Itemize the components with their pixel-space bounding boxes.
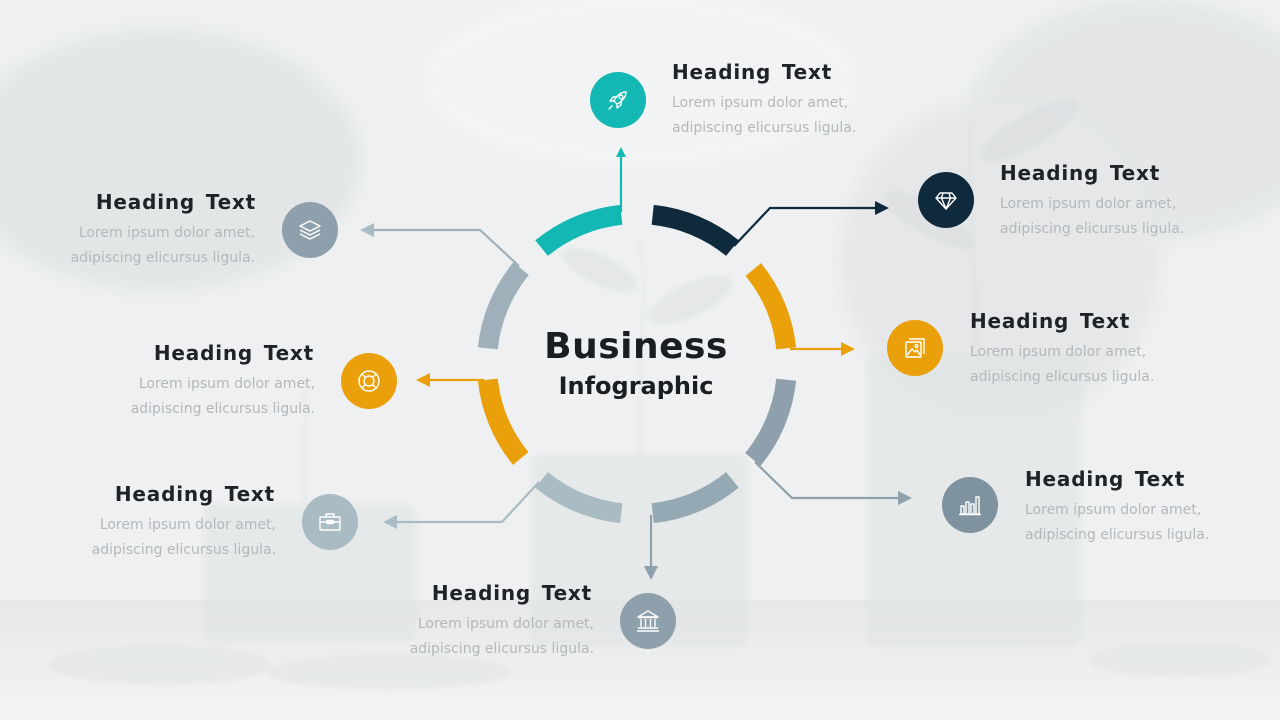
item-text-rocket: Lorem ipsum dolor amet, adipiscing elicu… bbox=[672, 95, 857, 136]
connector-top-left bbox=[360, 223, 520, 267]
bank-icon bbox=[637, 610, 659, 632]
item-heading-diamond: Heading Text bbox=[1000, 161, 1161, 185]
lifebuoy-icon-badge bbox=[341, 353, 397, 409]
ring-segment-bottom-right bbox=[745, 378, 797, 466]
item-heading-image: Heading Text bbox=[970, 309, 1131, 333]
item-heading-bank: Heading Text bbox=[431, 581, 592, 605]
item-text-lifebuoy: Lorem ipsum dolor amet, adipiscing elicu… bbox=[130, 376, 315, 417]
item-heading-chart: Heading Text bbox=[1025, 467, 1186, 491]
item-text-toolbox: Lorem ipsum dolor amet, adipiscing elicu… bbox=[91, 517, 276, 558]
toolbox-icon bbox=[319, 513, 341, 531]
ring-segment-bottom-left bbox=[535, 472, 623, 524]
diagram-title: Business bbox=[544, 326, 728, 367]
bank-icon-badge bbox=[620, 593, 676, 649]
ring-segment-top-left bbox=[477, 262, 529, 350]
diagram-subtitle: Infographic bbox=[558, 372, 714, 400]
diamond-icon bbox=[935, 192, 957, 210]
connector-top-right bbox=[733, 201, 889, 247]
item-text-layers: Lorem ipsum dolor amet, adipiscing elicu… bbox=[70, 225, 255, 266]
layers-icon bbox=[299, 220, 321, 240]
rocket-icon bbox=[608, 91, 627, 110]
item-text-bank: Lorem ipsum dolor amet, adipiscing elicu… bbox=[409, 616, 594, 657]
lifebuoy-icon bbox=[358, 370, 380, 392]
item-text-diamond: Lorem ipsum dolor amet, adipiscing elicu… bbox=[1000, 196, 1185, 237]
item-heading-layers: Heading Text bbox=[95, 190, 256, 214]
bar-chart-icon bbox=[959, 496, 981, 516]
item-heading-toolbox: Heading Text bbox=[114, 482, 275, 506]
item-heading-lifebuoy: Heading Text bbox=[153, 341, 314, 365]
image-gallery-icon bbox=[905, 338, 925, 358]
item-heading-rocket: Heading Text bbox=[672, 60, 833, 84]
bar-chart-icon-badge bbox=[942, 477, 998, 533]
ring-segment-top-right bbox=[651, 204, 739, 256]
ring-segment-bottom bbox=[651, 472, 739, 524]
ring-segment-left bbox=[477, 378, 529, 465]
toolbox-icon-badge bbox=[302, 494, 358, 550]
layers-icon-badge bbox=[282, 202, 338, 258]
image-gallery-icon-badge bbox=[887, 320, 943, 376]
item-text-chart: Lorem ipsum dolor amet, adipiscing elicu… bbox=[1025, 502, 1210, 543]
ring-segment-top bbox=[535, 204, 623, 256]
ring-segment-right bbox=[745, 263, 797, 350]
connector-bottom-left bbox=[383, 481, 540, 529]
diamond-icon-badge bbox=[918, 172, 974, 228]
rocket-icon-badge bbox=[590, 72, 646, 128]
item-text-image: Lorem ipsum dolor amet, adipiscing elicu… bbox=[970, 344, 1155, 385]
connector-bottom-right bbox=[754, 461, 912, 505]
